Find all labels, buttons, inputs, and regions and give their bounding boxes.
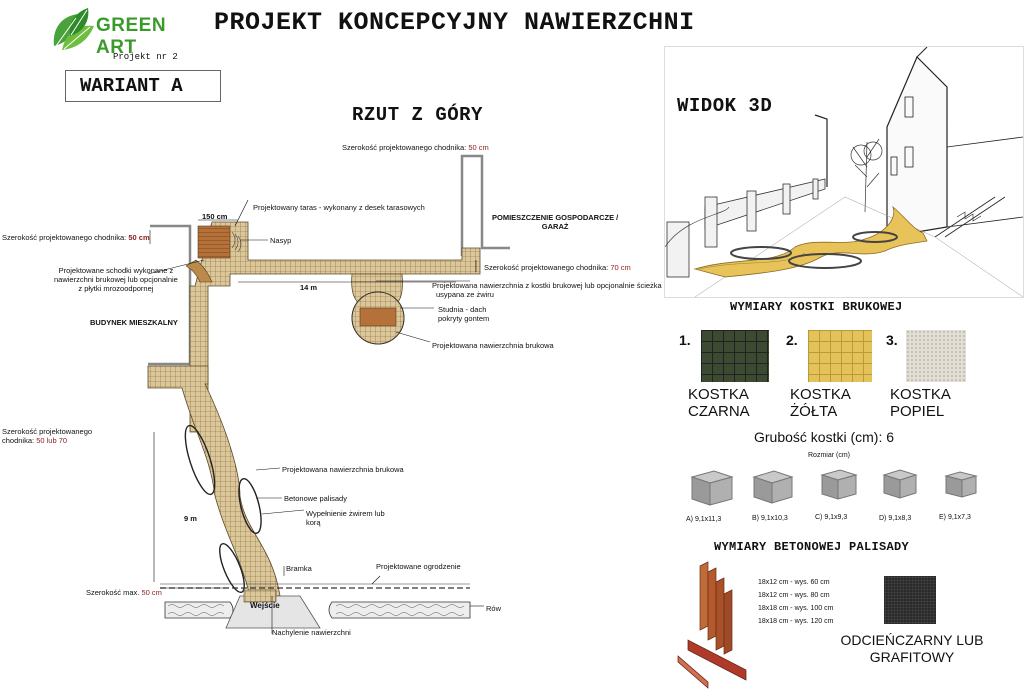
label-left-width: Szerokość projektowanego chodnika: 50 cm bbox=[2, 233, 150, 242]
label-slope: Nachylenie nawierzchni bbox=[272, 628, 351, 637]
paver-size-a: A) 9,1x11,3 bbox=[686, 516, 722, 523]
logo-text: GREEN ART bbox=[96, 15, 167, 58]
label-max-width: Szerokość max. 50 cm bbox=[86, 588, 162, 597]
terrace bbox=[197, 225, 231, 259]
stone-thickness: Grubość kostki (cm): 6 bbox=[754, 429, 895, 445]
label-palisade: Betonowe palisady bbox=[284, 494, 347, 503]
plan-drawing bbox=[147, 154, 510, 634]
label-entry: Wejście bbox=[250, 601, 280, 610]
logo: GREEN ART bbox=[48, 6, 198, 58]
stone-swatch-gray bbox=[906, 330, 966, 382]
paver-d bbox=[880, 465, 920, 508]
palisade-borders bbox=[184, 424, 262, 593]
paver-size-b: B) 9,1x10,3 bbox=[752, 515, 788, 522]
palisade-title: WYMIARY BETONOWEJ PALISADY bbox=[714, 540, 910, 554]
entrance bbox=[225, 595, 321, 629]
label-ditch: Rów bbox=[486, 604, 502, 613]
paver-size-c: C) 9,1x9,3 bbox=[815, 514, 848, 521]
stone-swatch-yellow bbox=[808, 330, 872, 382]
paver-e bbox=[942, 467, 980, 508]
ditch-right bbox=[328, 601, 471, 619]
page-title: PROJEKT KONCEPCYJNY NAWIERZCHNI bbox=[214, 8, 695, 37]
paver-b bbox=[750, 465, 796, 514]
label-paving-1: Projektowana nawierzchnia brukowa bbox=[432, 341, 554, 350]
stone-size-label: Rozmiar (cm) bbox=[808, 452, 850, 459]
label-dim-9m: 9 m bbox=[184, 514, 197, 523]
label-gate: Bramka bbox=[286, 564, 312, 573]
plan-title: RZUT Z GÓRY bbox=[352, 104, 483, 126]
stone-2-number: 2. bbox=[786, 332, 798, 348]
view-3d-panel: WIDOK 3D bbox=[664, 46, 1024, 298]
label-dim-150: 150 cm bbox=[202, 212, 228, 221]
stone-1-number: 1. bbox=[679, 332, 691, 348]
stone-swatch-black bbox=[701, 330, 769, 382]
paver-size-d: D) 9,1x8,3 bbox=[879, 515, 912, 522]
view-3d-sketch bbox=[665, 47, 1023, 297]
label-right-width: Szerokość projektowanego chodnika: 70 cm bbox=[484, 263, 631, 272]
label-gravel-path: Projektowana nawierzchnia z kostki bruko… bbox=[432, 281, 662, 299]
stairs bbox=[185, 259, 213, 283]
project-number: Projekt nr 2 bbox=[113, 52, 178, 62]
leaf-icon bbox=[53, 8, 94, 50]
paver-c bbox=[818, 465, 860, 510]
palisade-sizes: 18x12 cm - wys. 60 cm 18x12 cm - wys. 80… bbox=[758, 579, 834, 625]
label-paving-2: Projektowana nawierzchnia brukowa bbox=[282, 465, 404, 474]
label-fence: Projektowane ogrodzenie bbox=[376, 562, 461, 571]
label-terrace: Projektowany taras - wykonany z desek ta… bbox=[253, 203, 425, 212]
paver-a bbox=[688, 465, 734, 514]
embankment bbox=[231, 231, 242, 253]
dimension-lines bbox=[147, 199, 484, 634]
paver-size-e: E) 9,1x7,3 bbox=[939, 514, 971, 521]
label-top-width: Szerokość projektowanego chodnika: 50 cm bbox=[342, 143, 489, 152]
view-3d-title: WIDOK 3D bbox=[677, 95, 773, 117]
label-nasyp: Nasyp bbox=[270, 236, 292, 245]
stone-3-number: 3. bbox=[886, 332, 898, 348]
ditch-left bbox=[164, 601, 234, 619]
variant-label: WARIANT A bbox=[65, 70, 221, 102]
label-garage: POMIESZCZENIE GOSPODARCZE /GARAŻ bbox=[492, 213, 619, 231]
palisade-color-swatch bbox=[884, 576, 936, 624]
label-house: BUDYNEK MIESZKALNY bbox=[90, 318, 178, 327]
label-dim-14m: 14 m bbox=[300, 283, 318, 292]
palisade-image bbox=[676, 560, 752, 695]
stones-title: WYMIARY KOSTKI BRUKOWEJ bbox=[730, 300, 903, 314]
